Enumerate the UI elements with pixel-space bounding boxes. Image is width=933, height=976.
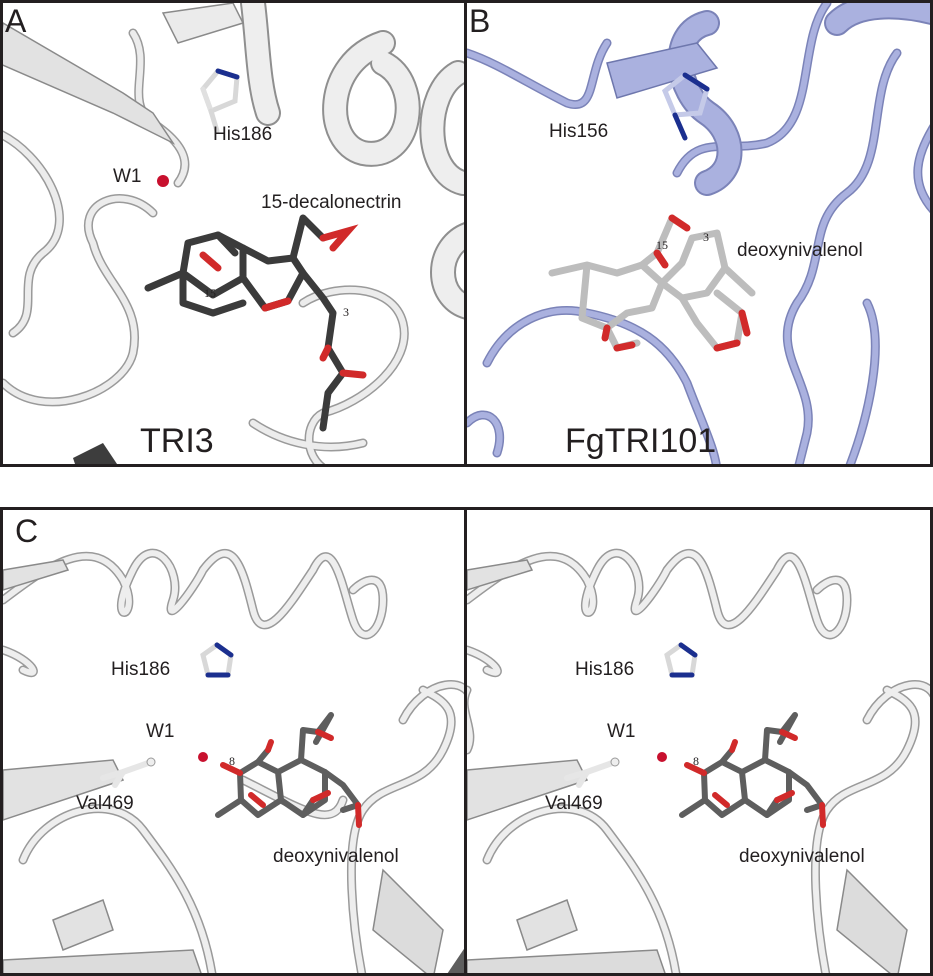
residue-his186-label: His186 bbox=[575, 659, 635, 680]
water-w1 bbox=[198, 752, 208, 762]
water-w1-label: W1 bbox=[146, 721, 175, 742]
panel-a-letter: A bbox=[5, 3, 27, 39]
atom-number-8: 8 bbox=[229, 754, 235, 768]
panel-b: B His156 deoxynivalenol FgTRI101 15 3 bbox=[464, 0, 933, 467]
atom-number-15: 15 bbox=[656, 238, 668, 252]
panel-b-letter: B bbox=[469, 3, 491, 39]
water-w1-label: W1 bbox=[113, 166, 142, 187]
atom-number-3: 3 bbox=[703, 230, 709, 244]
atom-number-3: 3 bbox=[343, 305, 349, 319]
panel-c-right-structure bbox=[467, 548, 930, 973]
ligand-label: deoxynivalenol bbox=[739, 846, 865, 867]
ligand-label: deoxynivalenol bbox=[737, 240, 863, 261]
ligand-label: 15-decalonectrin bbox=[261, 192, 402, 213]
panel-c-left-structure bbox=[3, 548, 464, 973]
water-w1 bbox=[657, 752, 667, 762]
residue-val469-label: Val469 bbox=[545, 793, 603, 814]
residue-his186-label: His186 bbox=[111, 659, 171, 680]
atom-number-15: 15 bbox=[204, 286, 216, 300]
panel-c-right: His186 W1 Val469 deoxynivalenol 8 bbox=[464, 507, 933, 976]
panel-c-letter: C bbox=[15, 513, 39, 549]
water-w1-label: W1 bbox=[607, 721, 636, 742]
protein-name-label: FgTRI101 bbox=[565, 422, 717, 460]
ligand-label: deoxynivalenol bbox=[273, 846, 399, 867]
panel-a: A His186 W1 15-decalonectrin TRI3 15 3 bbox=[0, 0, 467, 467]
panel-b-structure bbox=[467, 3, 930, 464]
residue-his156-label: His156 bbox=[549, 121, 609, 142]
residue-his186-label: His186 bbox=[213, 124, 273, 145]
residue-val469-label: Val469 bbox=[76, 793, 134, 814]
atom-number-8: 8 bbox=[693, 754, 699, 768]
panel-c-left: C His186 W1 Val469 deoxynivalenol 8 bbox=[0, 507, 467, 976]
water-w1 bbox=[157, 175, 169, 187]
panel-a-structure bbox=[3, 3, 464, 464]
protein-name-label: TRI3 bbox=[140, 422, 214, 460]
